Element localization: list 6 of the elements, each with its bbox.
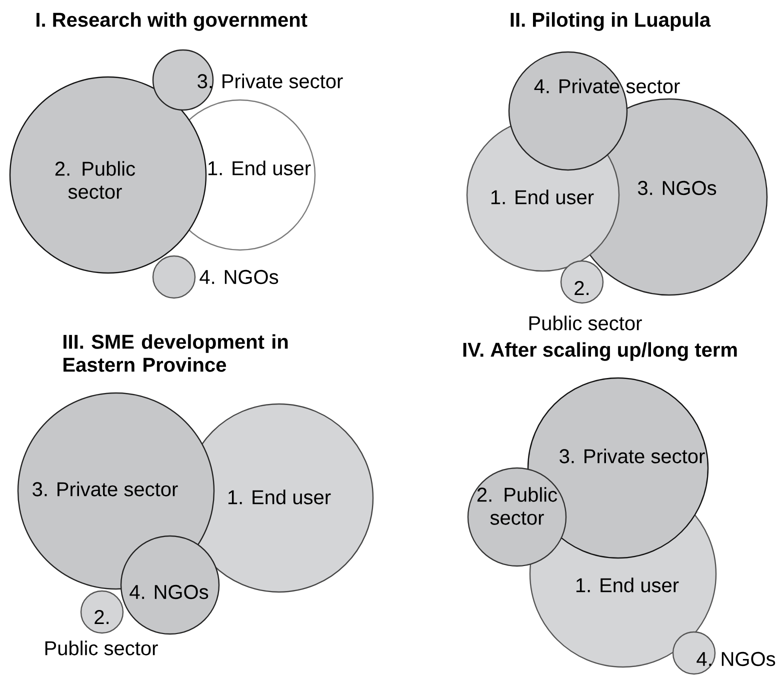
panel-title: IV. After scaling up/long term <box>463 342 737 361</box>
circle-caption: Public sector <box>529 316 642 330</box>
panel-title: III. SME development in Eastern Province <box>64 334 288 372</box>
panel-title: I. Research with government <box>36 12 308 31</box>
circle-caption: Public sector <box>45 640 158 656</box>
panel-title: II. Piloting in Luapula <box>510 12 711 31</box>
